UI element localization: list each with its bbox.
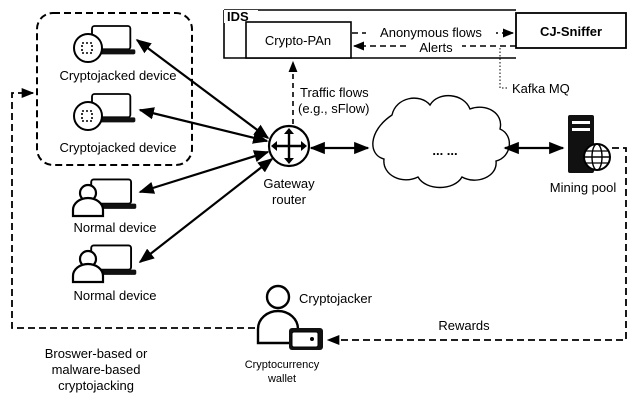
gateway-label-2: router (272, 192, 307, 207)
internet-cloud: ... ... (372, 95, 510, 189)
link-normal-2 (138, 158, 274, 263)
note-line-3: cryptojacking (58, 378, 134, 393)
normal-device-1: Normal device (71, 178, 157, 235)
cryptojacked-device-1: Cryptojacked device (59, 25, 177, 83)
wallet-label-1: Cryptocurrency (245, 359, 320, 371)
cryptojacked-device-2: Cryptojacked device (59, 93, 177, 155)
cryptojacker: Cryptojacker Cryptocurrency wallet (245, 284, 373, 385)
device-label: Normal device (73, 288, 156, 303)
kafka-label: Kafka MQ (512, 81, 570, 96)
cryptojacker-label: Cryptojacker (299, 291, 373, 306)
cryptojacked-laptop-icon (73, 93, 137, 131)
user-laptop-icon (71, 178, 138, 218)
device-label: Normal device (73, 220, 156, 235)
traffic-label-2: (e.g., sFlow) (298, 101, 370, 116)
alerts-label: Alerts (419, 40, 453, 55)
anonymous-flows-label: Anonymous flows (380, 25, 482, 40)
rewards-arrow (326, 147, 627, 346)
mining-pool: Mining pool (550, 115, 617, 195)
link-normal-1 (138, 150, 270, 194)
device-label: Cryptojacked device (59, 140, 176, 155)
link-cryptojacked-2 (138, 107, 269, 144)
user-laptop-icon (71, 244, 138, 284)
person-icon (256, 284, 300, 345)
ids-label: IDS (227, 9, 249, 24)
cryptojacked-group (36, 12, 193, 166)
wallet-icon (289, 328, 323, 350)
normal-device-2: Normal device (71, 244, 157, 303)
crypto-pan-label: Crypto-PAn (265, 33, 331, 48)
gateway-router: Gateway router (263, 124, 315, 207)
cloud-icon (372, 95, 510, 189)
router-icon (267, 124, 311, 168)
cj-sniffer-box (515, 12, 627, 49)
server-globe-icon (568, 115, 611, 173)
gateway-label-1: Gateway (263, 176, 315, 191)
device-label: Cryptojacked device (59, 68, 176, 83)
cj-sniffer-label: CJ-Sniffer (540, 24, 602, 39)
mining-pool-label: Mining pool (550, 180, 617, 195)
cloud-ellipsis: ... ... (432, 143, 457, 158)
cryptojacking-loop-arrow (11, 87, 255, 329)
rewards-label: Rewards (438, 318, 490, 333)
traffic-label-1: Traffic flows (300, 85, 369, 100)
kafka-connector (499, 48, 508, 89)
note-line-2: malware-based (52, 362, 141, 377)
crypto-pan-box (245, 21, 352, 59)
note-line-1: Broswer-based or (45, 346, 148, 361)
ids-box: IDS Crypto-PAn (223, 9, 516, 59)
cryptojacked-laptop-icon (73, 25, 137, 63)
wallet-label-2: wallet (267, 373, 296, 385)
